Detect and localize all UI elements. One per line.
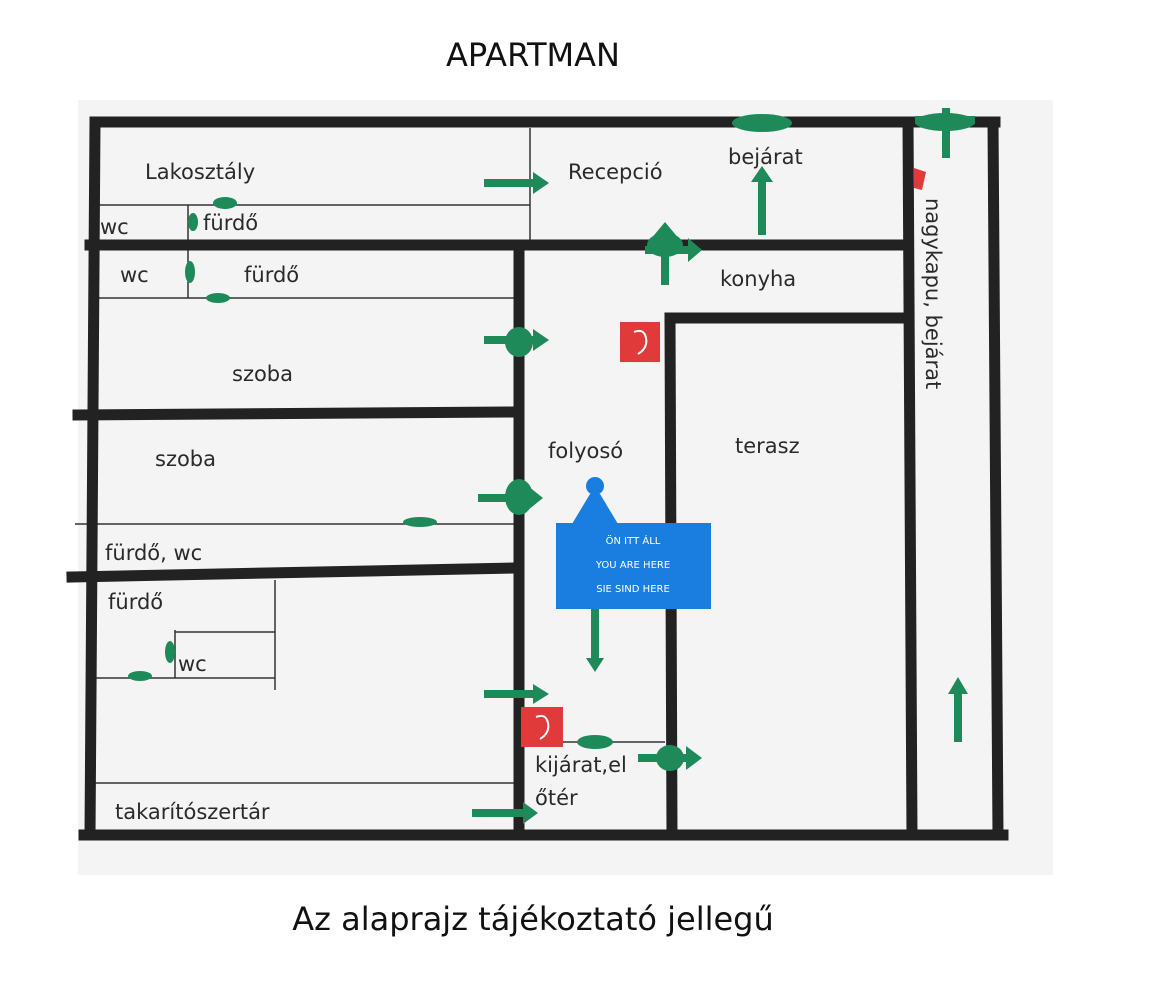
walls [66, 116, 1009, 841]
red-flag-icon [914, 168, 926, 190]
room-label-furdo: fürdő [244, 263, 299, 287]
arrow-icon [586, 608, 604, 672]
room-label-furdo-wc: fürdő, wc [105, 541, 202, 565]
room-label-wc: wc [178, 652, 207, 676]
arrow-icon [751, 166, 773, 235]
room-label-kijarat: kijárat,el [535, 753, 627, 777]
room-label-nagykapu: nagykapu, bejárat [921, 198, 945, 389]
arrow-icon [472, 802, 538, 824]
room-label-eloter: őtér [535, 786, 578, 810]
arrow-icon [484, 329, 549, 351]
room-label-wc: wc [120, 263, 149, 287]
room-label-lakosztaly: Lakosztály [145, 160, 255, 184]
sign-line-en: YOU ARE HERE [595, 560, 670, 571]
arrow-icon [484, 684, 549, 704]
sign-line-de: SIE SIND HERE [596, 584, 670, 595]
room-label-wc: wc [100, 215, 129, 239]
room-label-recepcio: Recepció [568, 160, 663, 184]
fire-extinguisher-icon [521, 707, 563, 747]
plan-background [78, 100, 1053, 875]
arrow-icon [915, 108, 975, 158]
room-label-furdo: fürdő [203, 211, 258, 235]
room-label-konyha: konyha [720, 267, 796, 291]
room-label-folyoso: folyosó [548, 439, 623, 463]
arrow-icon [948, 677, 968, 742]
arrow-icon [478, 486, 543, 510]
plan-title: APARTMAN [446, 36, 620, 74]
exit-arrows [472, 108, 975, 824]
arrow-icon [645, 222, 702, 285]
room-labels: Lakosztály wc fürdő wc fürdő szoba szoba… [100, 145, 945, 824]
arrow-icon [638, 746, 702, 770]
room-label-bejarat: bejárat [728, 145, 803, 169]
plan-caption: Az alaprajz tájékoztató jellegű [292, 900, 774, 938]
room-label-furdo: fürdő [108, 590, 163, 614]
you-are-here-sign: ÖN ITT ÁLL YOU ARE HERE SIE SIND HERE [556, 477, 711, 609]
sign-line-hu: ÖN ITT ÁLL [606, 534, 661, 547]
fire-extinguisher-icon [620, 322, 660, 362]
room-label-szoba: szoba [232, 362, 293, 386]
room-label-takaritoszertar: takarítószertár [115, 800, 270, 824]
room-label-terasz: terasz [735, 434, 800, 458]
room-label-szoba: szoba [155, 447, 216, 471]
arrow-icon [484, 172, 549, 194]
